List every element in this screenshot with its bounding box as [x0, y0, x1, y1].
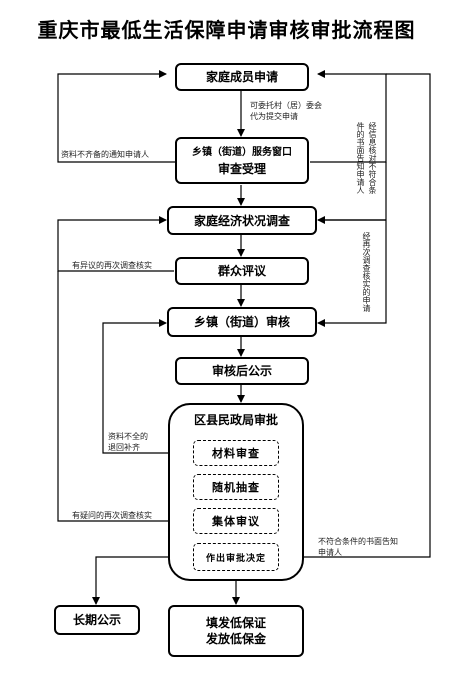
note-recheck: 经再次调查核实的申请 — [362, 232, 371, 312]
step-material-review-label: 材料审查 — [212, 447, 260, 460]
node-public-review: 群众评议 — [175, 257, 309, 285]
step-spot-check-label: 随机抽查 — [212, 481, 260, 494]
node-issue-certificate: 填发低保证 发放低保金 — [168, 605, 304, 657]
loop-disputed — [57, 216, 174, 272]
node-long-public-label: 长期公示 — [72, 613, 121, 627]
loop-incomplete — [57, 70, 175, 163]
loop-recheck — [317, 162, 387, 327]
note-incomplete: 资料不齐备的通知申请人 — [61, 150, 149, 159]
note-material-incomplete: 资料不全的退回补齐 — [108, 432, 148, 452]
step-group-review-label: 集体审议 — [212, 515, 260, 528]
node-service-window-line1: 乡镇（街道）服务窗口 — [192, 146, 292, 158]
node-family-apply: 家庭成员申请 — [175, 63, 309, 91]
step-approval-decision-label: 作出审批决定 — [205, 553, 266, 564]
loop-info-check — [310, 70, 387, 163]
step-approval-decision: 作出审批决定 — [193, 543, 279, 571]
step-material-review: 材料审查 — [193, 440, 279, 466]
node-public-review-label: 群众评议 — [217, 264, 266, 278]
page-title: 重庆市最低生活保障申请审核审批流程图 — [37, 18, 416, 42]
node-town-audit-label: 乡镇（街道）审核 — [193, 315, 290, 329]
note-disputed: 有异议的再次调查核实 — [72, 261, 152, 270]
step-spot-check: 随机抽查 — [193, 474, 279, 500]
node-economic-survey: 家庭经济状况调查 — [167, 206, 317, 235]
note-info-check-col2: 经信息核对不符合条 — [368, 122, 377, 194]
node-service-window: 乡镇（街道）服务窗口 审查受理 — [175, 137, 309, 184]
note-not-qualified: 不符合条件的书面告知申请人 — [318, 537, 398, 557]
loop-material — [102, 319, 193, 454]
note-doubtful: 有疑问的再次调查核实 — [72, 511, 152, 520]
node-issue-line2: 发放低保金 — [205, 632, 266, 646]
loop-doubtful — [57, 271, 193, 522]
node-audit-publicity: 审核后公示 — [175, 357, 309, 385]
node-service-window-line2: 审查受理 — [217, 161, 266, 176]
node-audit-publicity-label: 审核后公示 — [211, 364, 272, 378]
node-economic-survey-label: 家庭经济状况调查 — [193, 213, 290, 228]
node-issue-line1: 填发低保证 — [205, 616, 266, 630]
loop-not-qualified — [278, 73, 431, 558]
step-group-review: 集体审议 — [193, 508, 279, 534]
note-info-check-col1: 件的书面告知申请人 — [356, 122, 365, 194]
node-long-public: 长期公示 — [54, 605, 140, 635]
line-to-long-public — [92, 556, 193, 605]
node-family-apply-label: 家庭成员申请 — [205, 70, 278, 84]
node-town-audit: 乡镇（街道）审核 — [167, 307, 317, 337]
note-entrust: 可委托村（居）委会代为提交申请 — [250, 101, 322, 121]
district-approval-title: 区县民政局审批 — [193, 413, 278, 427]
